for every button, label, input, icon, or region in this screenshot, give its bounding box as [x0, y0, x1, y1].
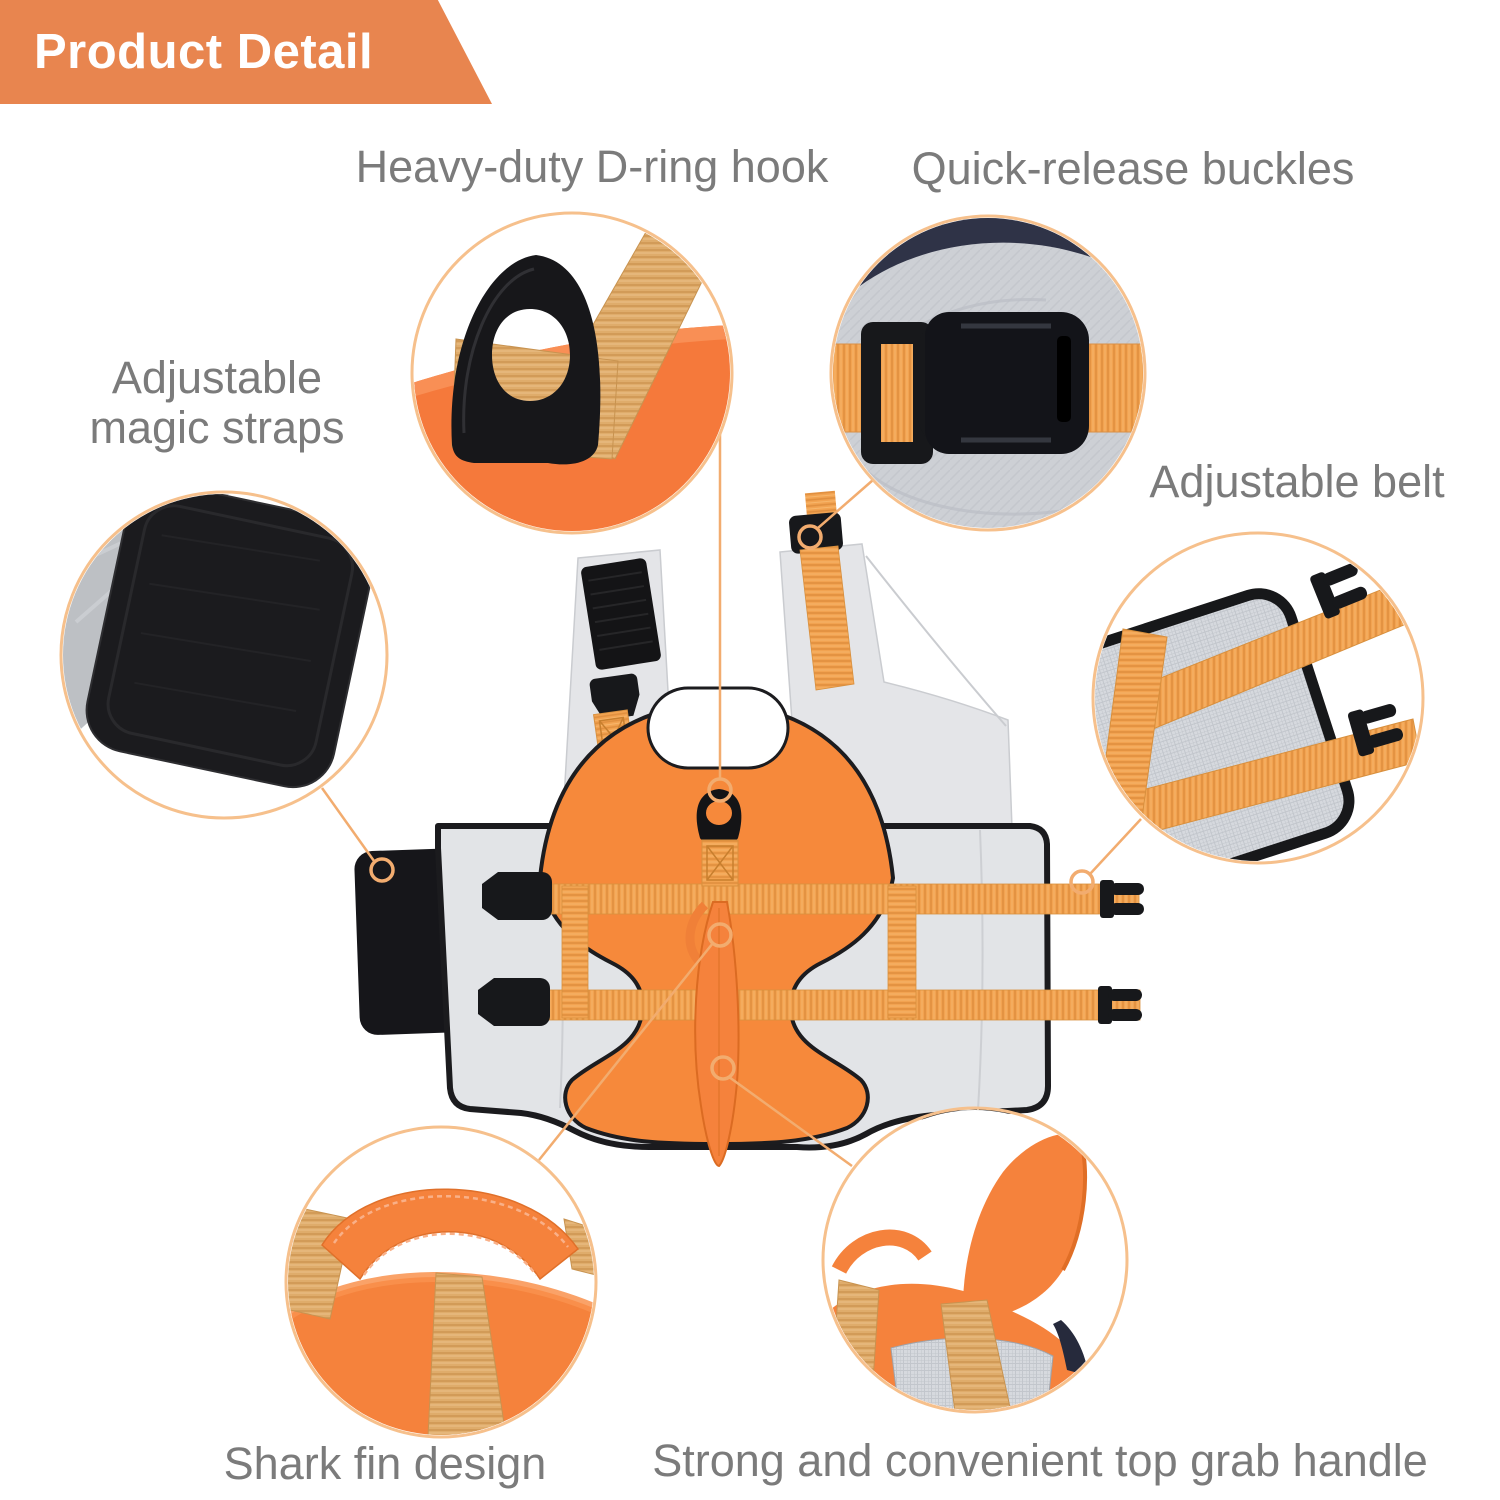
callout-line-quick-release [817, 479, 874, 529]
grab-handle-loop [685, 901, 709, 966]
callout-line-belt [1089, 818, 1142, 875]
callout-line-handle [538, 942, 714, 1161]
ring-marker-fin [710, 1055, 736, 1081]
page-title: Product Detail [34, 25, 374, 79]
belt-prongs-upper [1310, 563, 1368, 619]
shark-fin-closeup [962, 1133, 1086, 1322]
callout-circle-belt [1091, 531, 1425, 865]
callout-lines [320, 434, 1142, 1168]
belt-buckle-left-top [482, 872, 552, 920]
ring-marker-magic-straps [369, 857, 395, 883]
belt-connector-strap-right [887, 885, 917, 1019]
ring-marker-belt [1069, 869, 1095, 895]
vest-photo [354, 490, 1144, 1168]
grab-handle-closeup [321, 1188, 580, 1281]
belt-end-right-top [1100, 880, 1144, 918]
ring-marker-handle [707, 922, 733, 948]
callout-circle-d-ring [410, 211, 734, 535]
ring-marker-d-ring [707, 777, 733, 803]
label-d-ring-hook: Heavy-duty D-ring hook [355, 141, 829, 192]
belt-buckle-left-bottom [478, 978, 550, 1026]
label-magic-straps: Adjustable magic straps [89, 352, 345, 453]
callout-circle-quick-release [829, 214, 1147, 532]
ring-marker-quick-release [797, 524, 823, 550]
right-strap-webbing-tip [804, 490, 838, 520]
product-detail-banner: Product Detail [0, 0, 492, 104]
callout-circle-fin [821, 1106, 1129, 1414]
label-adjustable-belt: Adjustable belt [1149, 456, 1445, 507]
right-strap-webbing [799, 545, 855, 691]
callout-line-fin [728, 1075, 853, 1168]
d-ring-hook-closeup [451, 255, 601, 465]
bottom-belt [478, 978, 1142, 1026]
label-quick-release-buckles: Quick-release buckles [911, 143, 1355, 194]
belt-connector-strap-left [561, 885, 589, 1019]
callout-ring-markers [369, 524, 1095, 1081]
velcro-patch [581, 558, 661, 670]
belt-prongs-lower [1347, 704, 1404, 757]
velcro-pad-closeup [85, 494, 375, 789]
belt-end-right-bottom [1098, 986, 1142, 1024]
left-strap-buckle [589, 673, 640, 720]
shark-fin [685, 901, 740, 1168]
d-ring [696, 789, 742, 887]
callout-circle-handle [284, 1125, 598, 1439]
callout-line-magic-straps [320, 787, 376, 862]
label-top-grab-handle: Strong and convenient top grab handle [652, 1435, 1428, 1486]
neck-hole [646, 686, 790, 770]
label-shark-fin-design: Shark fin design [223, 1438, 547, 1489]
top-belt [482, 872, 1144, 920]
quick-release-buckle-closeup [861, 312, 1089, 464]
callout-circle-magic-straps [59, 490, 389, 820]
